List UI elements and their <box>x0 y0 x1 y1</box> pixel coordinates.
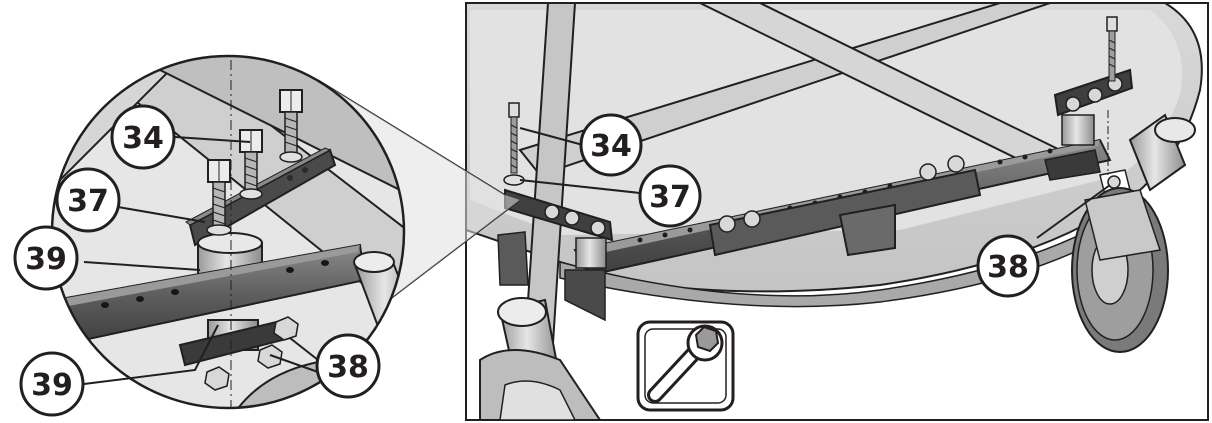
svg-text:34: 34 <box>590 129 632 164</box>
caster-left <box>479 297 602 420</box>
svg-text:39: 39 <box>25 242 67 277</box>
svg-text:34: 34 <box>122 121 164 156</box>
svg-text:38: 38 <box>987 250 1029 285</box>
callout-37-main: 37 <box>638 164 702 228</box>
callout-34-main: 34 <box>579 113 643 177</box>
lock-nuts-38 <box>204 316 299 391</box>
callout-34-detail: 34 <box>110 104 176 170</box>
main-view-panel <box>465 2 1209 421</box>
svg-text:38: 38 <box>327 350 369 385</box>
callout-37-detail: 37 <box>55 167 121 233</box>
callout-39-detail-bottom: 39 <box>19 351 85 417</box>
mounting-bar-main <box>497 68 1134 322</box>
bolt-37 <box>206 159 232 236</box>
bolt-main-left <box>503 102 525 186</box>
callout-39-detail-top: 39 <box>13 225 79 291</box>
svg-text:37: 37 <box>649 180 691 215</box>
svg-text:39: 39 <box>31 368 73 403</box>
caster-wheel <box>1071 113 1196 353</box>
callout-38-main: 38 <box>976 234 1040 298</box>
callout-38-detail: 38 <box>315 333 381 399</box>
bolt-34 <box>279 89 303 163</box>
wrench-icon <box>636 320 735 412</box>
bolt-main-right <box>1106 16 1118 82</box>
bolt-34-b <box>239 129 263 200</box>
callout-leaders <box>83 127 1111 385</box>
svg-text:37: 37 <box>67 184 109 219</box>
